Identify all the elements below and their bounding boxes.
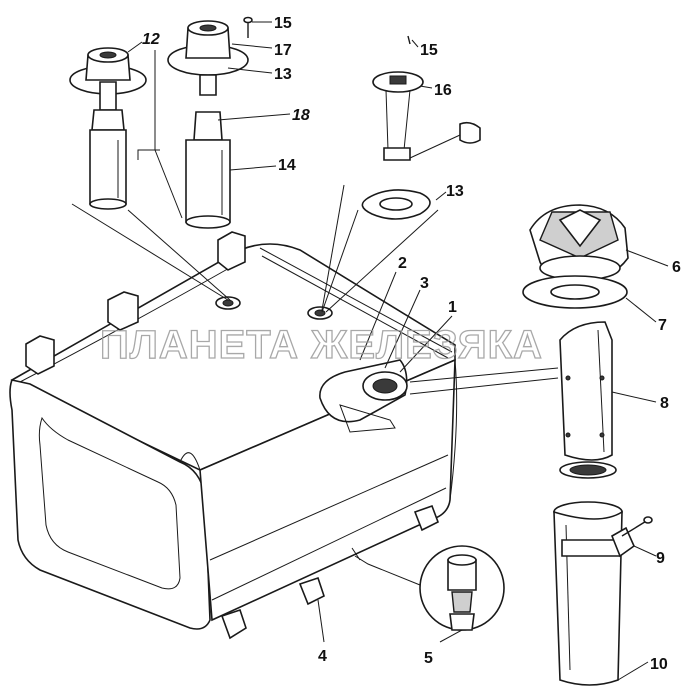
callout-15-sensor: 15 xyxy=(420,42,438,59)
filler-cap-6 xyxy=(529,204,629,283)
callout-3: 3 xyxy=(420,275,429,292)
callout-2: 2 xyxy=(398,255,407,272)
sender-unit-12 xyxy=(69,47,147,210)
callout-13-top: 13 xyxy=(274,66,292,83)
callout-8: 8 xyxy=(660,395,669,412)
callout-5: 5 xyxy=(424,650,433,667)
clamp-bolt-9 xyxy=(621,516,653,537)
callout-18: 18 xyxy=(292,107,310,124)
gasket-7 xyxy=(522,275,628,309)
level-sensor-16 xyxy=(361,35,481,220)
callout-9: 9 xyxy=(656,550,665,567)
filler-pipe-10 xyxy=(553,501,635,686)
callout-10: 10 xyxy=(650,656,668,673)
callout-14: 14 xyxy=(278,157,296,174)
callout-1: 1 xyxy=(448,299,457,316)
callout-15-top: 15 xyxy=(274,15,292,32)
callout-7: 7 xyxy=(658,317,667,334)
callout-16: 16 xyxy=(434,82,452,99)
filler-extension-8 xyxy=(559,321,617,479)
drain-plug-5 xyxy=(419,545,505,631)
callout-6: 6 xyxy=(672,259,681,276)
fuel-tank xyxy=(9,231,458,640)
callout-13-gasket: 13 xyxy=(446,183,464,200)
sender-unit-14 xyxy=(167,16,253,229)
callout-17: 17 xyxy=(274,42,292,59)
callout-12: 12 xyxy=(142,31,160,48)
callout-4: 4 xyxy=(318,648,327,665)
watermark: ПЛАНЕТА ЖЕЛЕЗЯКА xyxy=(100,323,543,367)
